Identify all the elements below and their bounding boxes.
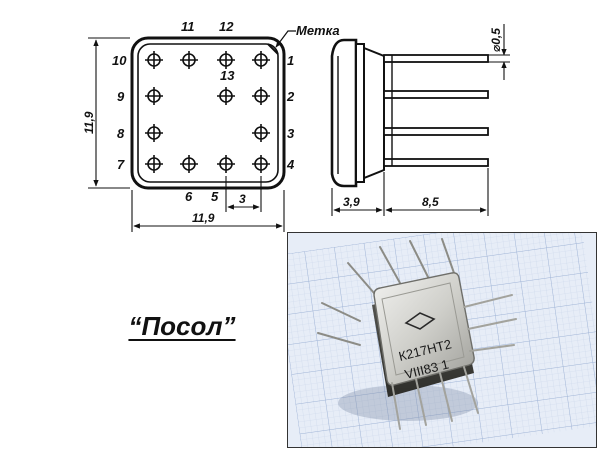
photo-render: К217НТ2 VIII83 1 (288, 233, 596, 447)
pin-13 (217, 87, 235, 105)
pin-11 (180, 51, 198, 69)
pin-label-11: 11 (181, 19, 195, 34)
side-body (330, 38, 358, 188)
pin-label-13: 13 (220, 68, 235, 83)
pin-label-6: 6 (185, 189, 193, 204)
pin-12 (217, 51, 235, 69)
photo-leads-front (391, 294, 517, 430)
pin-3 (252, 124, 270, 142)
side-view-drawing: ⌀0,5 3,9 8,5 (330, 24, 510, 216)
lead-dim-label: 8,5 (422, 195, 439, 209)
top-view-drawing: 1 2 3 4 5 6 7 8 9 10 11 12 13 Метка 11,9… (82, 19, 340, 232)
pin-label-1: 1 (287, 53, 294, 68)
height-dim-label: 11,9 (82, 111, 96, 134)
side-flange (355, 43, 365, 183)
marker-leader (275, 30, 296, 48)
pitch-dim-label: 3 (239, 192, 246, 206)
marker-label: Метка (296, 23, 340, 38)
pin-label-4: 4 (286, 157, 295, 172)
body-dim-label: 3,9 (343, 195, 360, 209)
photo-package: К217НТ2 VIII83 1 (372, 272, 475, 397)
body-length-dimension (331, 168, 489, 216)
side-standoff (363, 46, 385, 180)
pin-1 (252, 51, 270, 69)
manufacturer-logo-diamond (404, 312, 436, 330)
diameter-dimension (488, 24, 510, 80)
pitch-dimension (225, 176, 262, 212)
pin-10 (145, 51, 163, 69)
pin-9 (145, 87, 163, 105)
width-dim-label: 11,9 (192, 211, 215, 225)
side-leads (383, 54, 489, 167)
pin-4 (252, 155, 270, 173)
photo-leads-back (317, 238, 455, 346)
pin-label-10: 10 (112, 53, 127, 68)
pin-8 (145, 124, 163, 142)
pin-label-12: 12 (219, 19, 234, 34)
pin-label-9: 9 (117, 89, 125, 104)
package-outline-inner (137, 43, 279, 183)
pin-grid (145, 51, 270, 173)
pin-7 (145, 155, 163, 173)
package-outline-outer (130, 36, 286, 190)
pin-label-3: 3 (287, 126, 295, 141)
width-dimension (131, 190, 285, 232)
diameter-dim-label: ⌀0,5 (489, 28, 503, 52)
pin-label-8: 8 (117, 126, 125, 141)
height-dimension (88, 37, 130, 189)
pin-6 (180, 155, 198, 173)
device-photo: К217НТ2 VIII83 1 (287, 232, 597, 448)
pin-2 (252, 87, 270, 105)
pin-5 (217, 155, 235, 173)
pin-label-5: 5 (211, 189, 219, 204)
key-notch (267, 43, 279, 55)
pin-label-2: 2 (286, 89, 295, 104)
pin-label-7: 7 (117, 157, 125, 172)
device-caption: “Посол” (128, 311, 236, 341)
